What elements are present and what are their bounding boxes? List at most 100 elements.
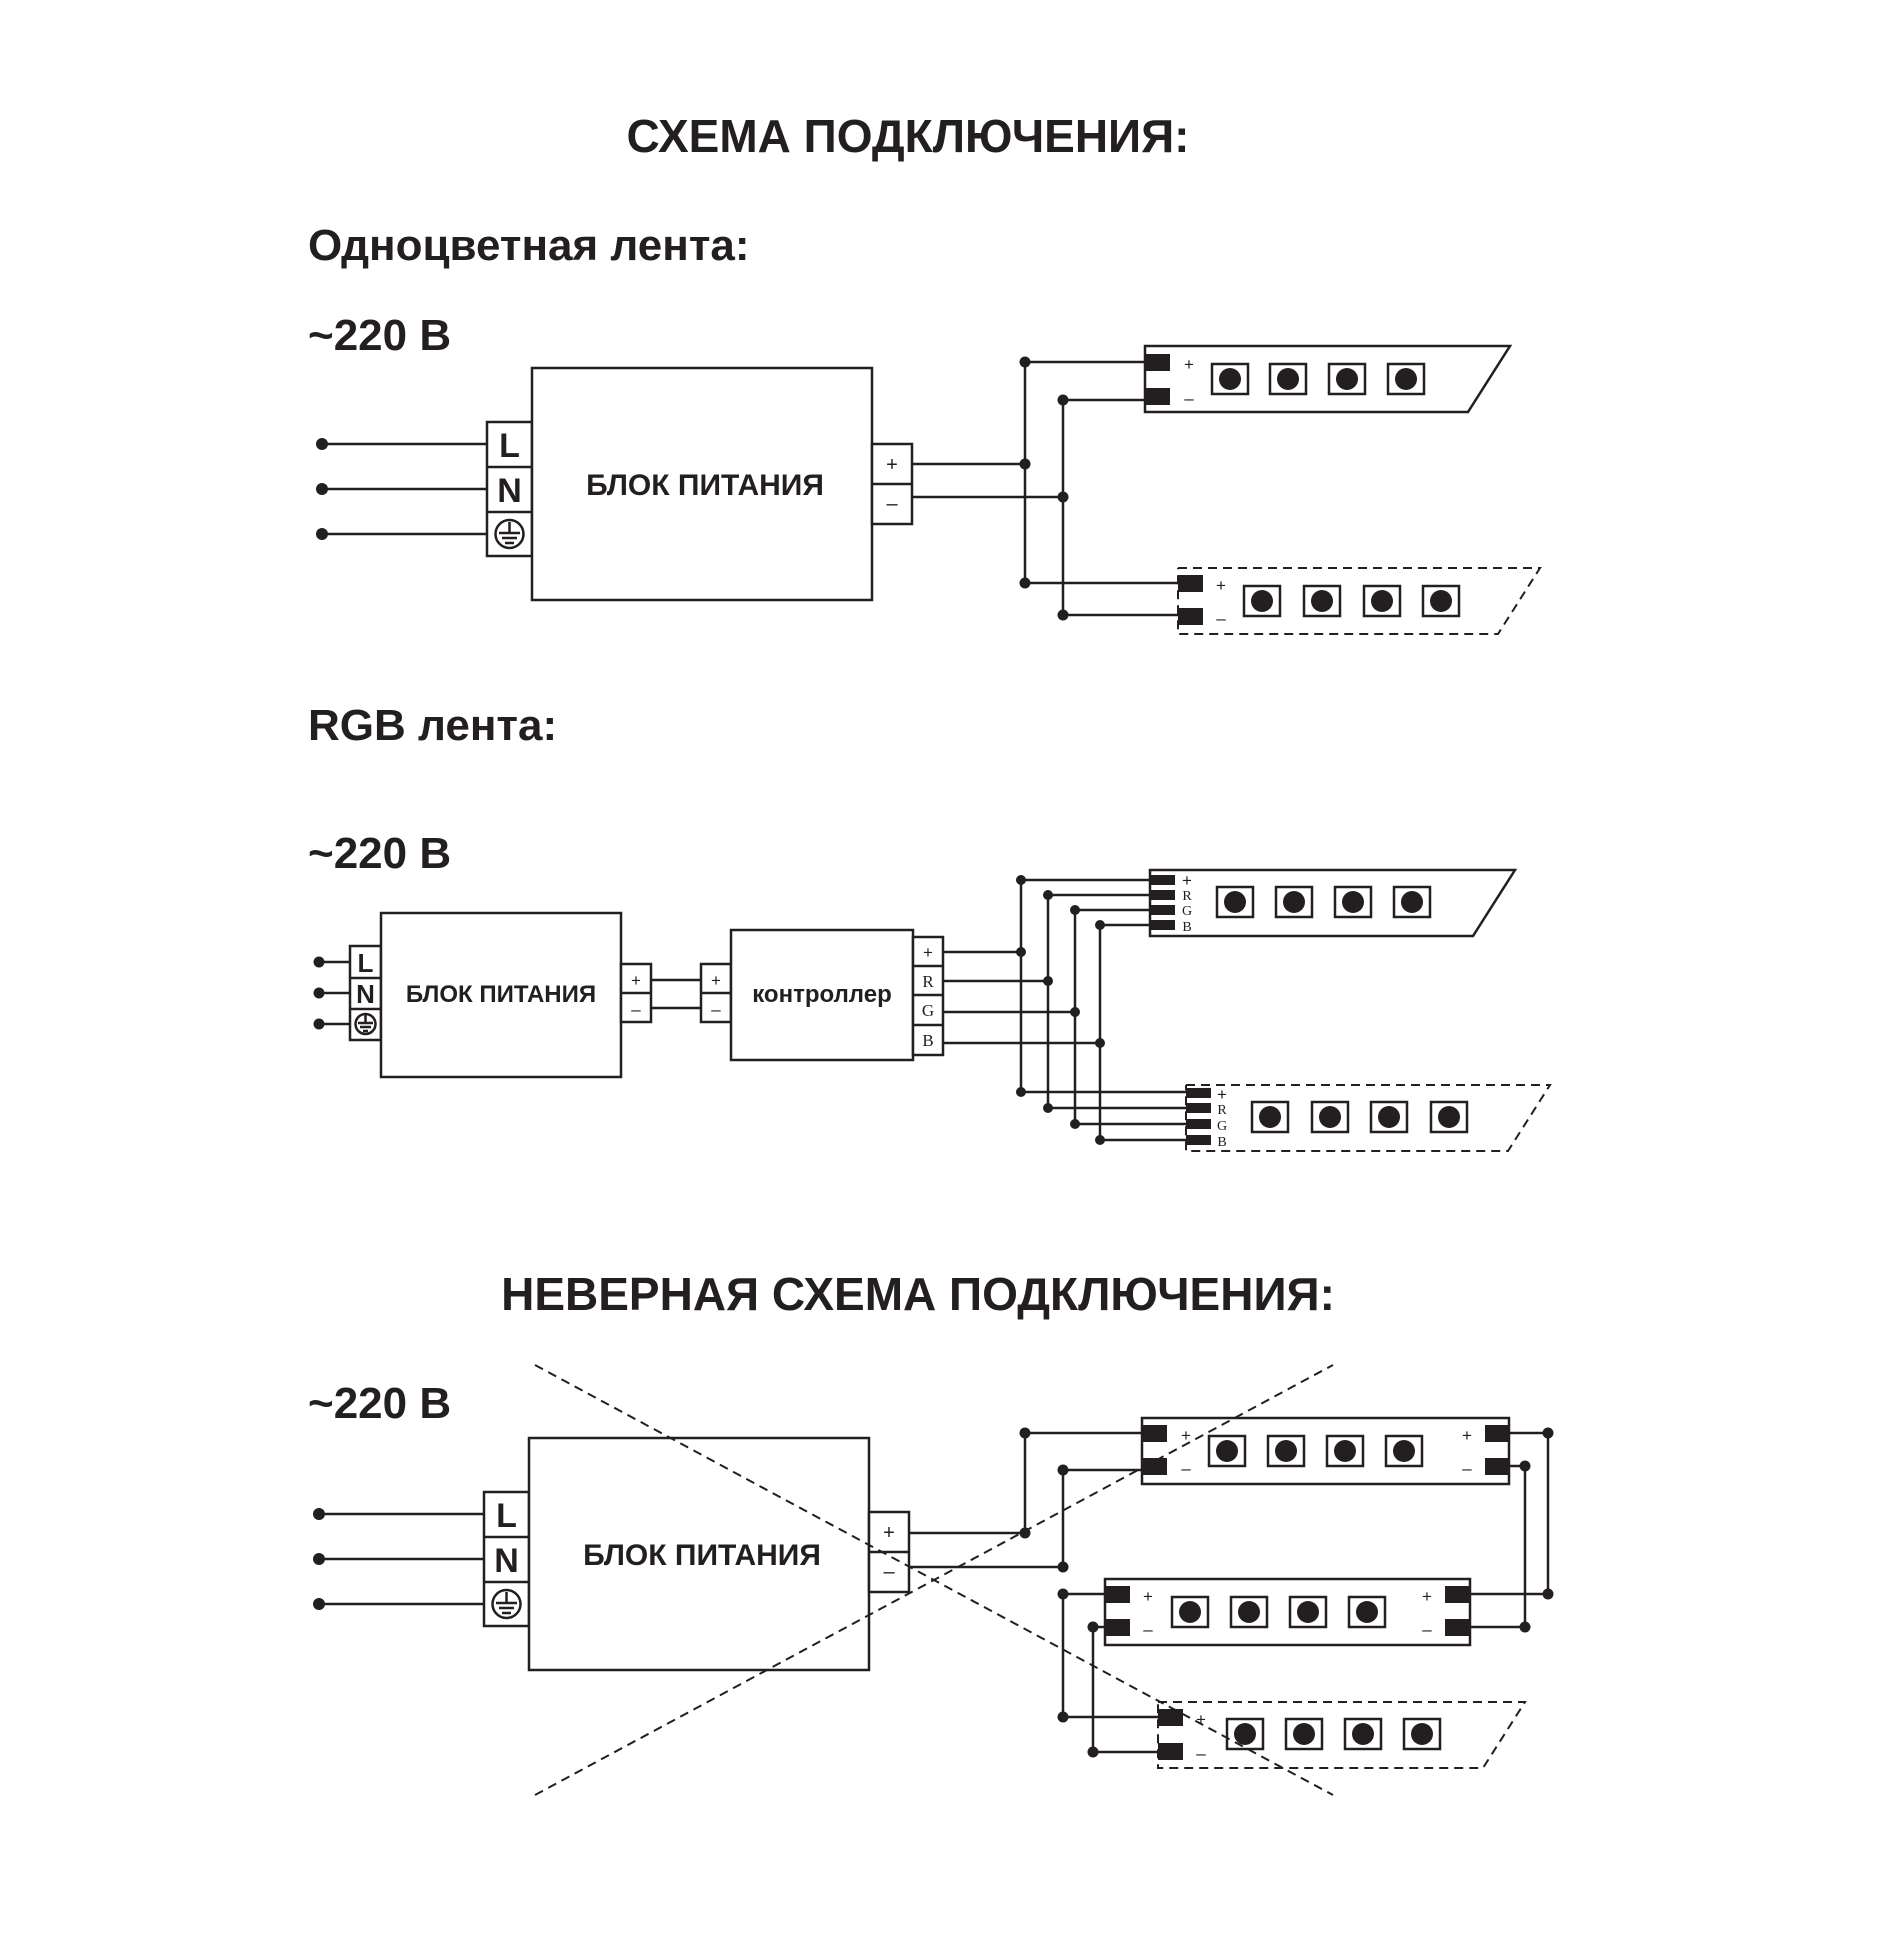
svg-text:–: – <box>1143 1620 1153 1639</box>
led-icon <box>1333 885 1373 919</box>
led-icon <box>1343 1717 1383 1751</box>
svg-text:+: + <box>1422 1587 1432 1606</box>
rgb-voltage: ~220 В <box>308 829 451 878</box>
led-icon <box>1170 1595 1210 1629</box>
svg-text:–: – <box>1422 1620 1432 1639</box>
svg-text:+: + <box>1184 355 1194 374</box>
rgb-led-strip-2: + R G B <box>1185 1084 1552 1152</box>
rgb-power-supply-box <box>379 911 623 1079</box>
led-icon <box>1402 1717 1442 1751</box>
led-icon <box>1229 1595 1269 1629</box>
wrong-led-strip-1: + – + – <box>1140 1416 1511 1486</box>
controller-label: контроллер <box>752 981 892 1008</box>
led-strip-1: + – <box>1143 344 1513 414</box>
led-icon <box>1215 885 1255 919</box>
svg-text:B: B <box>922 1031 933 1050</box>
led-icon <box>1310 1100 1350 1134</box>
wrong-led-strip-3: + – <box>1157 1701 1527 1769</box>
svg-text:+: + <box>1216 576 1226 595</box>
wrong-heading: НЕВЕРНАЯ СХЕМА ПОДКЛЮЧЕНИЯ: <box>501 1268 1335 1320</box>
led-icon <box>1386 362 1426 396</box>
cross-out-line-2 <box>534 1364 1334 1796</box>
rgb-terminal-l: L <box>358 948 374 978</box>
wrong-led-strip-2: + – + – <box>1103 1577 1472 1647</box>
terminal-minus: – <box>886 493 898 515</box>
led-icon <box>1369 1100 1409 1134</box>
svg-text:G: G <box>1182 904 1192 919</box>
rgb-terminal-n: N <box>356 979 375 1009</box>
svg-text:+: + <box>1182 871 1192 890</box>
rgb-led-strip-1: + R G B <box>1148 868 1518 938</box>
svg-text:+: + <box>1181 1426 1191 1445</box>
svg-text:+: + <box>631 971 641 990</box>
wire-junction-icon <box>313 1018 325 1030</box>
svg-text:B: B <box>1182 920 1191 935</box>
svg-text:–: – <box>1184 389 1194 408</box>
led-icon <box>1284 1717 1324 1751</box>
svg-text:+: + <box>1196 1710 1206 1729</box>
svg-text:+: + <box>1143 1587 1153 1606</box>
wire-junction-icon <box>316 438 328 450</box>
wire-junction-icon <box>316 528 328 540</box>
main-title: СХЕМА ПОДКЛЮЧЕНИЯ: <box>626 110 1189 162</box>
svg-text:R: R <box>922 972 934 991</box>
led-icon <box>1362 584 1402 618</box>
psu-label: БЛОК ПИТАНИЯ <box>586 469 824 502</box>
svg-text:N: N <box>494 1542 519 1580</box>
terminal-l: L <box>499 427 520 465</box>
svg-text:–: – <box>1462 1459 1472 1478</box>
led-icon <box>1288 1595 1328 1629</box>
wire-junction-icon <box>313 1508 325 1520</box>
svg-text:B: B <box>1217 1135 1226 1150</box>
led-icon <box>1225 1717 1265 1751</box>
led-icon <box>1384 1434 1424 1468</box>
led-icon <box>1327 362 1367 396</box>
led-icon <box>1274 885 1314 919</box>
single-voltage: ~220 В <box>308 311 451 360</box>
wrong-psu-label: БЛОК ПИТАНИЯ <box>583 1539 821 1572</box>
svg-text:+: + <box>883 1522 895 1544</box>
svg-text:L: L <box>496 1497 517 1535</box>
svg-text:+: + <box>711 971 721 990</box>
led-icon <box>1266 1434 1306 1468</box>
led-icon <box>1429 1100 1469 1134</box>
led-icon <box>1210 362 1250 396</box>
led-icon <box>1302 584 1342 618</box>
wire-junction-icon <box>313 987 325 999</box>
wrong-voltage: ~220 В <box>308 1379 451 1428</box>
led-icon <box>1250 1100 1290 1134</box>
power-supply-box <box>530 366 874 602</box>
ground-icon <box>491 1588 522 1620</box>
rgb-heading: RGB лента: <box>308 701 557 750</box>
terminal-plus: + <box>886 454 898 476</box>
svg-text:–: – <box>711 1000 721 1019</box>
wire-junction-icon <box>313 1598 325 1610</box>
svg-text:G: G <box>922 1001 934 1020</box>
svg-text:–: – <box>1181 1459 1191 1478</box>
led-icon <box>1421 584 1461 618</box>
rgb-diagram: L N БЛОК ПИТАНИЯ + – + – контроллер + R … <box>313 868 1552 1152</box>
terminal-n: N <box>497 472 522 510</box>
wire-junction-icon <box>316 483 328 495</box>
led-icon <box>1347 1595 1387 1629</box>
svg-text:R: R <box>1217 1103 1227 1118</box>
led-icon <box>1268 362 1308 396</box>
svg-text:–: – <box>1196 1744 1206 1763</box>
svg-text:+: + <box>1462 1426 1472 1445</box>
wrong-diagram: L N БЛОК ПИТАНИЯ + – <box>313 1364 1554 1796</box>
wire-junction-icon <box>313 1553 325 1565</box>
svg-text:+: + <box>923 943 933 962</box>
led-icon <box>1207 1434 1247 1468</box>
svg-text:G: G <box>1217 1119 1227 1134</box>
svg-text:–: – <box>883 1561 895 1583</box>
led-icon <box>1325 1434 1365 1468</box>
controller-box <box>729 928 915 1062</box>
ground-icon <box>494 518 525 550</box>
svg-text:–: – <box>1216 609 1226 628</box>
single-heading: Одноцветная лента: <box>308 221 750 270</box>
svg-text:+: + <box>1217 1085 1227 1104</box>
svg-text:–: – <box>631 1000 641 1019</box>
led-strip-2: + – <box>1177 567 1542 635</box>
rgb-psu-label: БЛОК ПИТАНИЯ <box>406 981 596 1008</box>
